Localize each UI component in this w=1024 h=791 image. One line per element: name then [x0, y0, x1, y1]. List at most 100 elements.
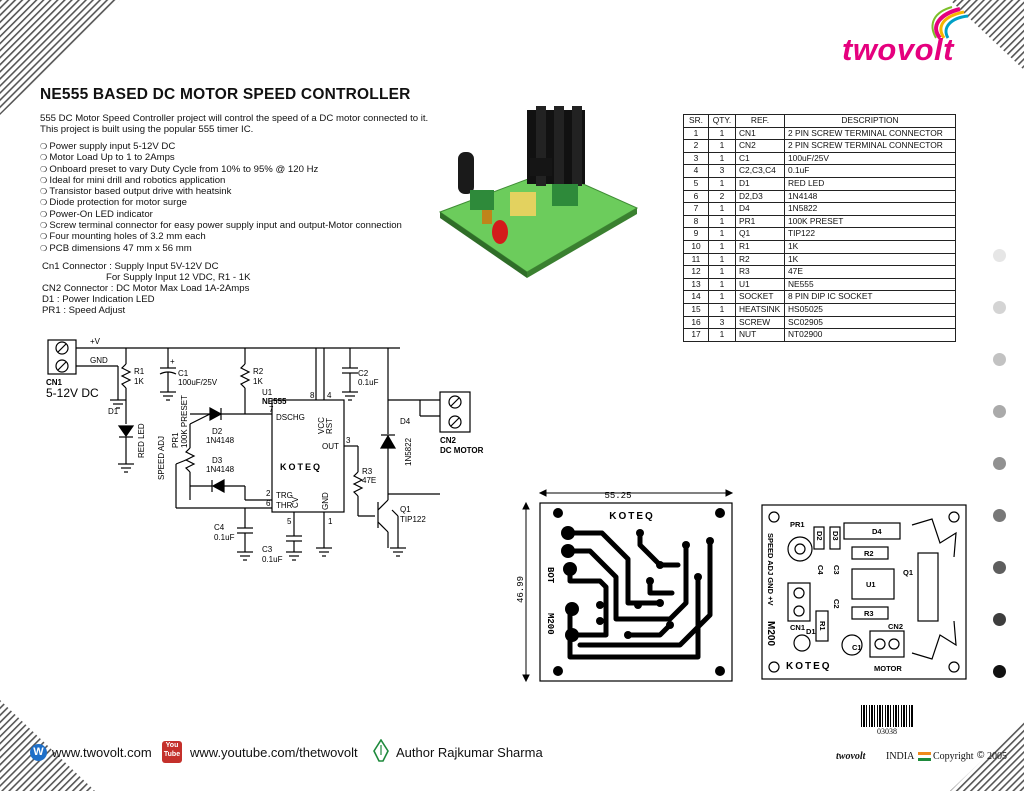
cell: U1 [735, 277, 785, 292]
footer-year: 2005 [987, 751, 1007, 762]
cell: R1 [735, 239, 785, 254]
cell: 7 [683, 202, 709, 216]
label: 8 [310, 391, 315, 400]
label: R2 [253, 367, 264, 376]
label: DSCHG [276, 413, 305, 422]
label: 47E [362, 476, 376, 485]
cell: 3 [708, 315, 736, 330]
cell: 1 [708, 290, 736, 304]
cell: SC02905 [784, 315, 956, 330]
cell: 1N4148 [784, 189, 956, 204]
cell: 16 [683, 315, 709, 330]
label: D1 [806, 627, 816, 636]
cell: RED LED [784, 176, 956, 191]
width-dimension: 55.25 [604, 491, 631, 501]
cell: 1N5822 [784, 202, 956, 216]
label: D4 [872, 527, 882, 536]
page-dot [993, 301, 1006, 314]
label: 2 [266, 489, 271, 498]
copyright-icon: © [977, 750, 985, 761]
connector-note: Cn1 Connector : Supply Input 5V-12V DC [42, 261, 219, 272]
label: TIP122 [400, 515, 426, 524]
label: M200 [765, 621, 776, 646]
connector-note: CN2 Connector : DC Motor Max Load 1A-2Am… [42, 283, 250, 294]
cell: 11 [683, 252, 709, 267]
label: Q1 [400, 505, 411, 514]
cell: 14 [683, 290, 709, 304]
cell: 6 [683, 189, 709, 204]
label: CN2 [440, 436, 457, 445]
label: C3 [832, 565, 841, 575]
youtube-icon: You Tube [162, 741, 182, 763]
col-header: QTY. [708, 114, 736, 128]
cell: 2 [683, 139, 709, 153]
label: D3 [831, 531, 840, 541]
list-item: Motor Load Up to 1 to 2Amps [40, 152, 402, 163]
website-link[interactable]: www.twovolt.com [52, 745, 152, 760]
cell: 1 [708, 328, 736, 342]
cell: 9 [683, 227, 709, 241]
cell: D1 [735, 176, 785, 191]
youtube-link[interactable]: www.youtube.com/thetwovolt [190, 745, 358, 760]
connector-note: D1 : Power Indication LED [42, 294, 155, 305]
label: 1K [253, 377, 263, 386]
label: +V [90, 337, 101, 346]
globe-icon: W [30, 744, 47, 761]
twovolt-logo[interactable]: twovolt [842, 6, 1002, 68]
label: 4 [327, 391, 332, 400]
connector-note: PR1 : Speed Adjust [42, 305, 126, 316]
pen-nib-icon [373, 739, 389, 762]
cell: CN2 [735, 139, 785, 153]
table-header-row: SR. QTY. REF. DESCRIPTION [683, 114, 956, 128]
label: 100K PRESET [180, 395, 189, 448]
cell: 47E [784, 265, 956, 279]
label: MOTOR [874, 664, 902, 673]
barcode: 03038 [861, 705, 913, 736]
label: R3 [362, 467, 373, 476]
page-dot [993, 457, 1006, 470]
pcb-copper-layout: 55.25 46.99 BOT M200 KOTEQ [516, 489, 734, 683]
page-dot [993, 665, 1006, 678]
label: Q1 [903, 568, 913, 577]
brand-name: twovolt [842, 32, 954, 67]
cell: 1 [708, 176, 736, 191]
label: R1 [818, 621, 827, 631]
cell: 13 [683, 277, 709, 292]
list-item: Ideal for mini drill and robotics applic… [40, 175, 402, 186]
page-dot [993, 561, 1006, 574]
cell: 4 [683, 164, 709, 178]
label: 1N5822 [404, 437, 413, 466]
list-item: Onboard preset to vary Duty Cycle from 1… [40, 164, 402, 175]
label: 6 [266, 499, 271, 508]
label: R3 [864, 609, 874, 618]
cell: 1 [708, 277, 736, 292]
cell: 1 [708, 265, 736, 279]
label: VCC [317, 417, 326, 434]
page-dot [993, 249, 1006, 262]
cell: SCREW [735, 315, 785, 330]
india-flag-icon [918, 752, 931, 761]
label: R2 [864, 549, 874, 558]
label: C4 [214, 523, 225, 532]
cell: NT02900 [784, 328, 956, 342]
page-dot [993, 613, 1006, 626]
cell: 1 [708, 214, 736, 229]
label: NE555 [262, 397, 287, 406]
label: PR1 [790, 520, 805, 529]
cell: HS05025 [784, 302, 956, 317]
label: SPEED ADJ GND +V [766, 533, 775, 605]
bot-label: BOT [545, 567, 555, 584]
cell: 15 [683, 302, 709, 317]
label: RST [325, 418, 334, 434]
cell: 17 [683, 328, 709, 342]
